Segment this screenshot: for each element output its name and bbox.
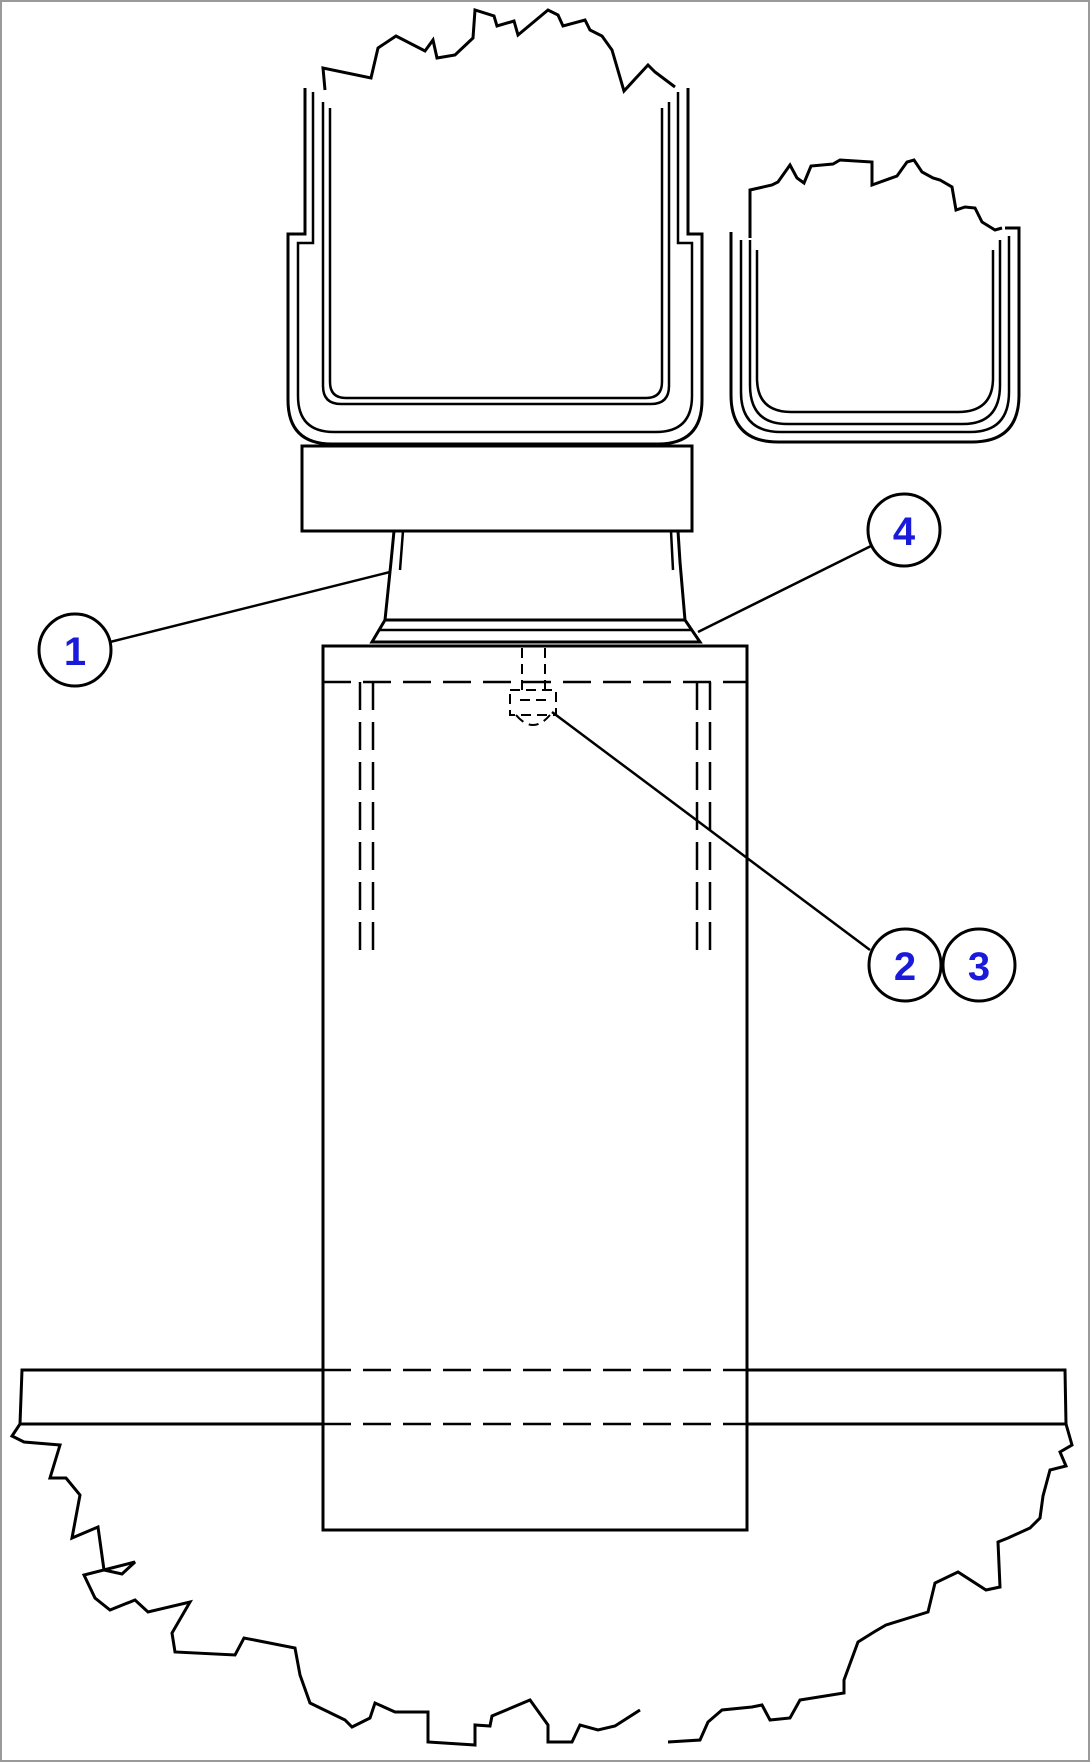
callout-1-label: 1 [64, 630, 86, 674]
base-break-line-right [667, 1423, 1074, 1744]
hidden-bolt-nut [509, 648, 557, 726]
right-bracket-inner-3 [755, 250, 995, 414]
right-bracket-outer [729, 226, 1021, 444]
callout-2-label: 2 [894, 945, 916, 989]
tapered-neck [383, 530, 687, 621]
callout-3: 3 [941, 927, 1017, 1003]
clamp-block [300, 444, 694, 533]
callout-1: 1 [37, 612, 113, 688]
left-bracket-inner-2 [321, 102, 671, 406]
callout-4: 4 [866, 492, 942, 568]
leader-line-2 [551, 710, 871, 952]
left-bracket-inner-3 [328, 108, 664, 400]
base-plate [18, 1368, 1068, 1426]
callout-4-label: 4 [893, 510, 916, 554]
leader-line-4 [697, 543, 874, 634]
base-break-line [9, 1423, 641, 1747]
right-bracket-inner-2 [748, 240, 1002, 426]
column-body [321, 644, 749, 1532]
right-bracket-break-line [748, 158, 1003, 238]
left-bracket-outer [286, 88, 704, 446]
callout-3-label: 3 [968, 945, 990, 989]
left-bracket-inner-1 [296, 92, 694, 434]
right-bracket-inner-1 [739, 236, 1011, 434]
left-bracket-break-line [321, 7, 676, 94]
callout-2: 2 [867, 927, 943, 1003]
leader-line-1 [109, 570, 391, 644]
seal-ring [369, 618, 703, 644]
neck-inner-edge [398, 530, 675, 571]
